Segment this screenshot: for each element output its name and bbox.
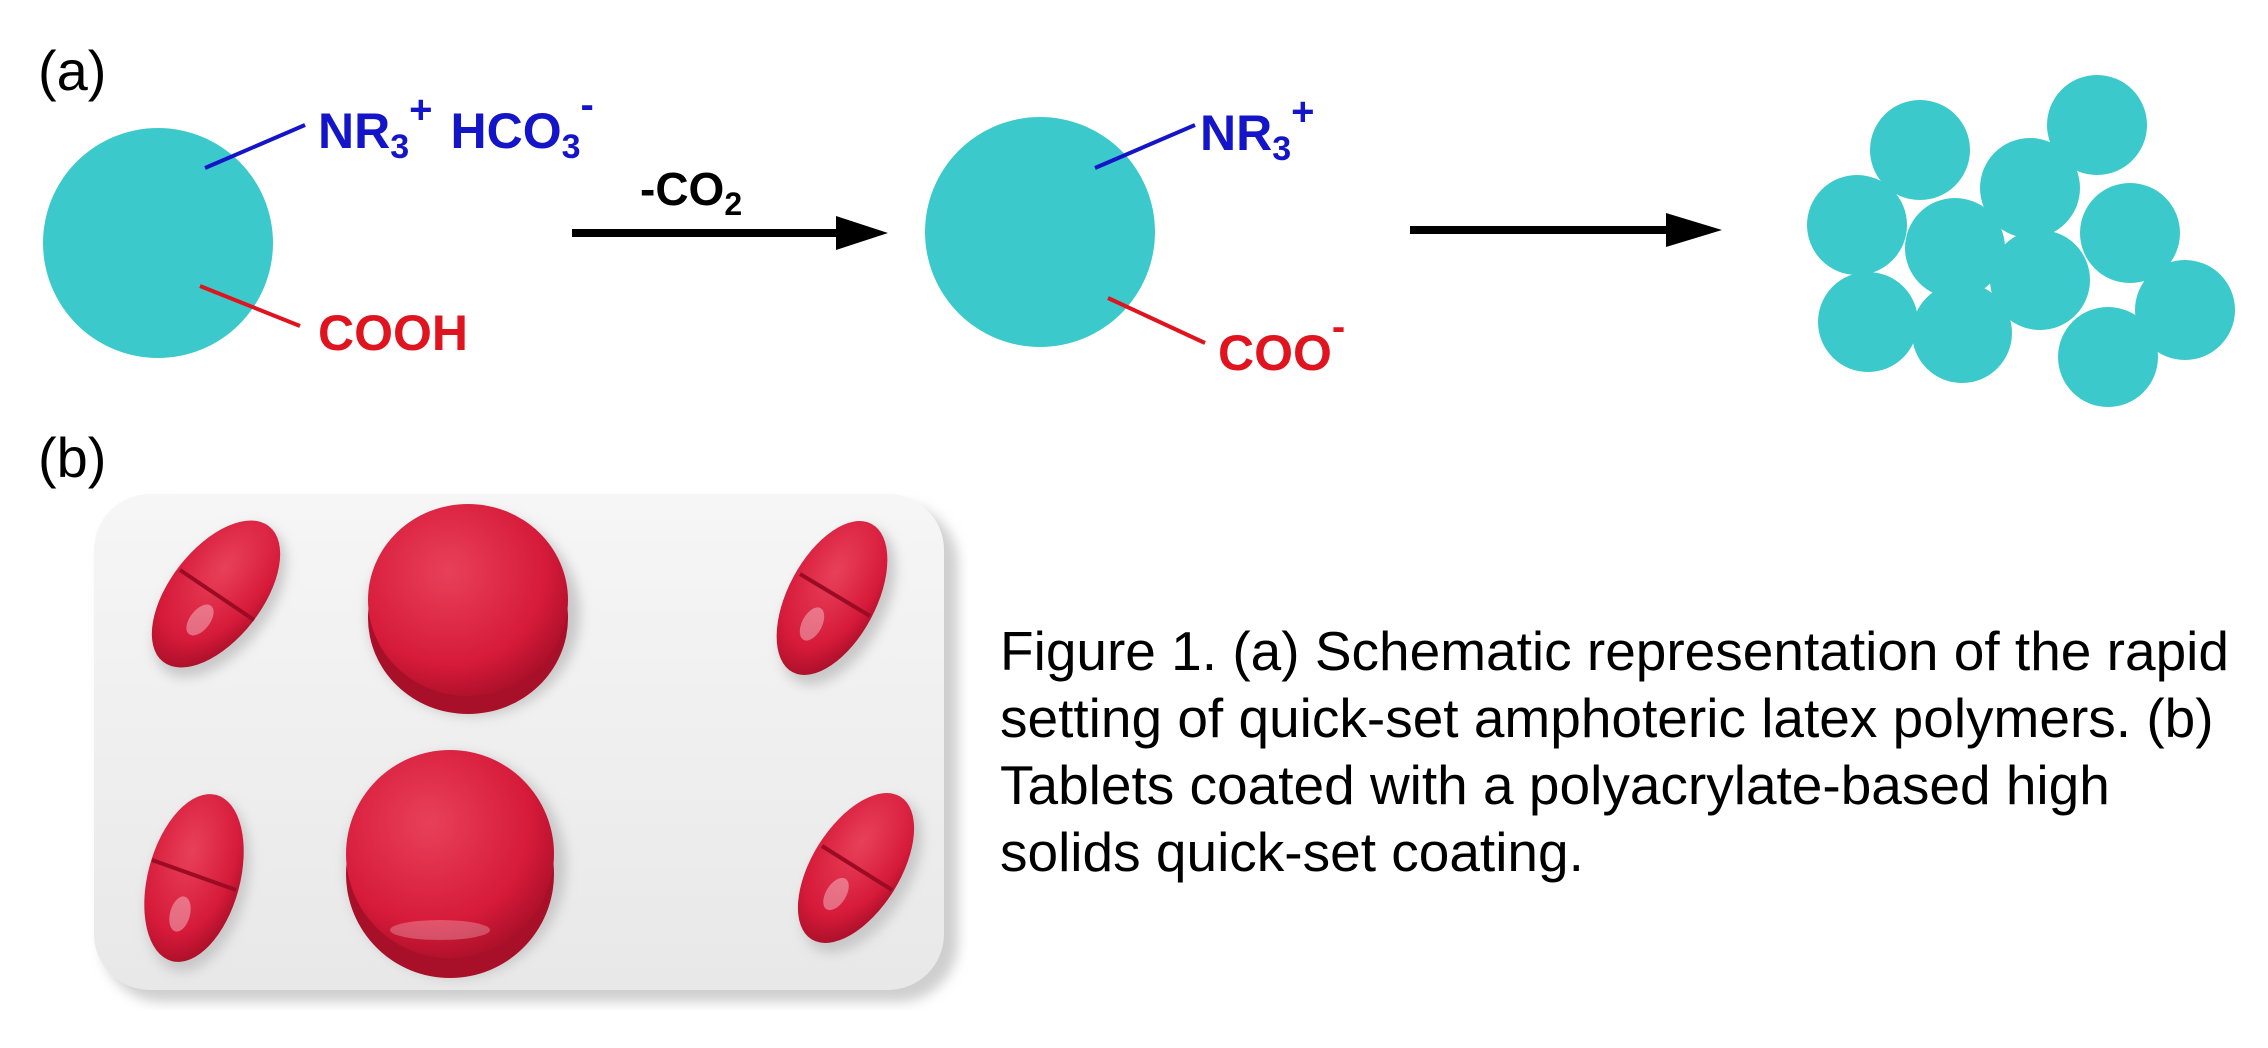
aggregate-particle <box>2047 75 2147 175</box>
aggregate-particle <box>1990 230 2090 330</box>
oval-tablet <box>797 793 922 953</box>
particle-aggregate <box>1807 75 2235 407</box>
oval-tablet <box>776 521 896 685</box>
tablets-illustration <box>94 494 958 1002</box>
arrow-label-co2: -CO2 <box>640 163 742 222</box>
arrow-head-2 <box>1666 213 1722 247</box>
amine-bond-left <box>204 123 306 170</box>
panel-label-b: (b) <box>38 426 107 489</box>
aggregate-particle <box>1870 100 1970 200</box>
aggregate-particle <box>2058 307 2158 407</box>
round-tablet <box>368 504 580 716</box>
figure-caption: Figure 1. (a) Schematic representation o… <box>1000 620 2229 883</box>
panel-label-a: (a) <box>38 39 107 102</box>
round-tablet <box>346 750 566 978</box>
aggregate-particle <box>1912 283 2012 383</box>
carboxylic-acid-left: COOH <box>318 305 468 361</box>
carboxylate-bond-middle <box>1107 296 1206 345</box>
latex-particle-left <box>43 128 273 358</box>
amine-bond-middle <box>1094 123 1196 170</box>
reaction-scheme: NR3+HCO3- COOH -CO2 NR3+ COO- <box>43 75 2235 407</box>
oval-tablet <box>144 794 250 972</box>
latex-particle-middle <box>925 117 1155 347</box>
aggregate-particle <box>2080 183 2180 283</box>
acid-bond-left <box>199 284 301 328</box>
amine-group-left: NR3+HCO3- <box>318 83 594 166</box>
tray <box>94 494 944 990</box>
aggregate-particle <box>1807 175 1907 275</box>
coated-tablets-photo <box>88 490 968 1010</box>
aggregate-particle <box>2135 260 2235 360</box>
arrow-head-1 <box>836 216 888 250</box>
amine-group-middle: NR3+ <box>1200 90 1315 168</box>
carboxylate-middle: COO- <box>1218 305 1345 381</box>
aggregate-particle <box>1818 272 1918 372</box>
aggregate-particle <box>1905 198 2005 298</box>
oval-tablet <box>151 520 287 678</box>
aggregate-particle <box>1980 138 2080 238</box>
